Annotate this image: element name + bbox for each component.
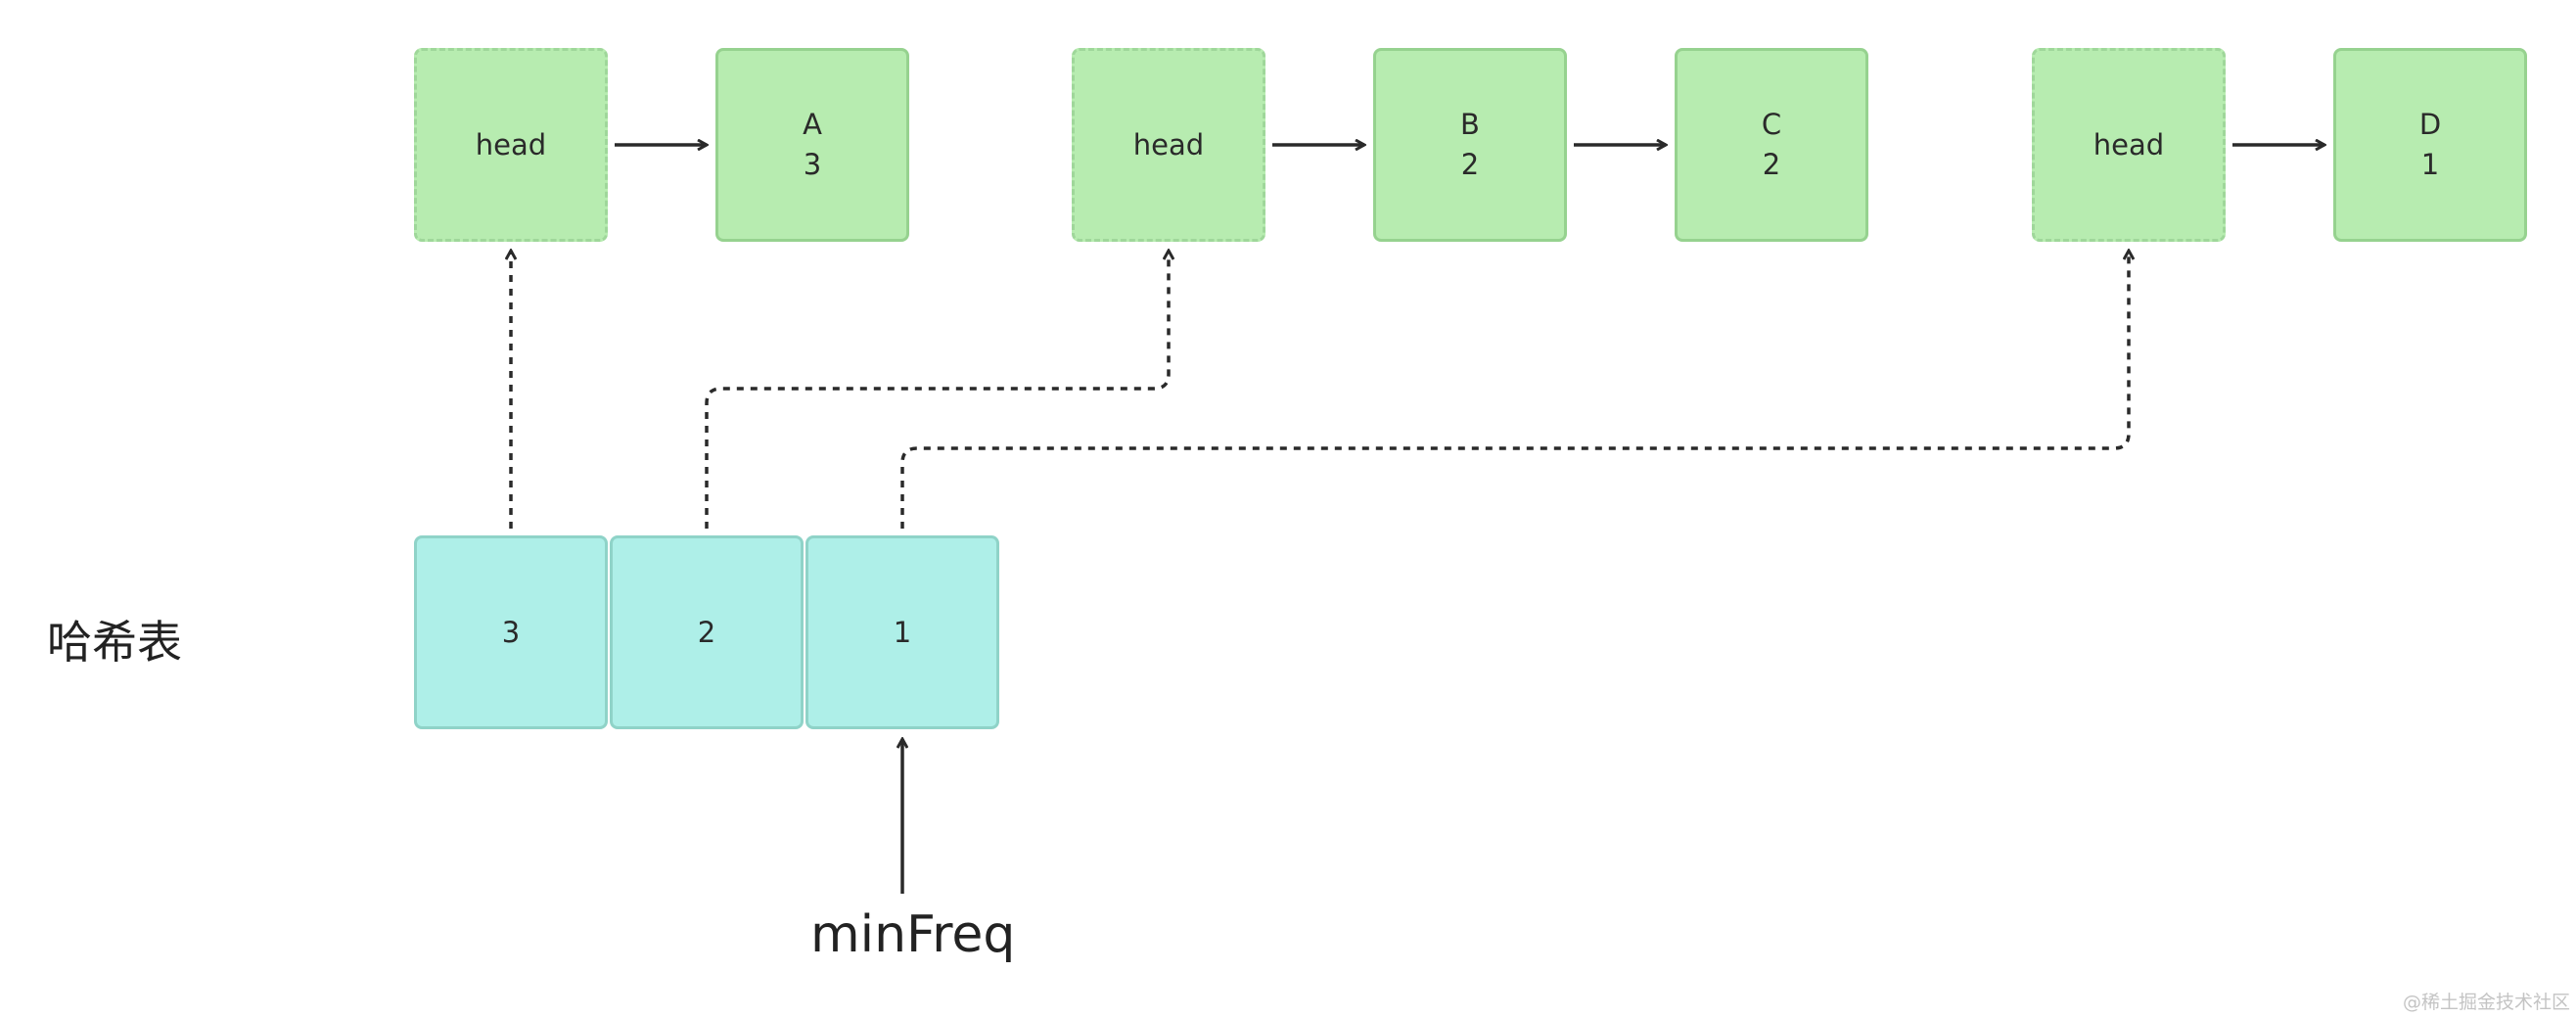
min-freq-label: minFreq <box>810 905 1016 964</box>
node-key: D <box>2418 108 2442 141</box>
bucket-label: 1 <box>893 616 912 649</box>
list-node-d: D 1 <box>2333 48 2527 242</box>
node-key: A <box>803 108 822 141</box>
bucket-label: 3 <box>501 616 521 649</box>
node-freq: 2 <box>1460 148 1480 181</box>
hash-bucket-3: 3 <box>414 535 608 729</box>
list-node-a: A 3 <box>715 48 909 242</box>
node-key: B <box>1460 108 1480 141</box>
node-key: C <box>1761 108 1782 141</box>
hash-table-label: 哈希表 <box>47 616 182 669</box>
pointer-bucket2-head2 <box>705 251 1169 529</box>
list-head-node: head <box>2032 48 2226 242</box>
node-freq: 2 <box>1762 148 1781 181</box>
watermark: @稀土掘金技术社区 <box>2402 992 2570 1013</box>
node-freq: 1 <box>2420 148 2440 181</box>
list-head-node: head <box>414 48 608 242</box>
node-freq: 3 <box>803 148 822 181</box>
head-label: head <box>1132 128 1205 162</box>
hash-bucket-1: 1 <box>805 535 999 729</box>
head-label: head <box>2093 128 2165 162</box>
pointer-bucket1-head3 <box>900 251 2129 529</box>
list-node-b: B 2 <box>1373 48 1567 242</box>
head-label: head <box>475 128 547 162</box>
hash-bucket-2: 2 <box>610 535 804 729</box>
bucket-label: 2 <box>697 616 716 649</box>
list-node-c: C 2 <box>1675 48 1868 242</box>
list-head-node: head <box>1072 48 1265 242</box>
